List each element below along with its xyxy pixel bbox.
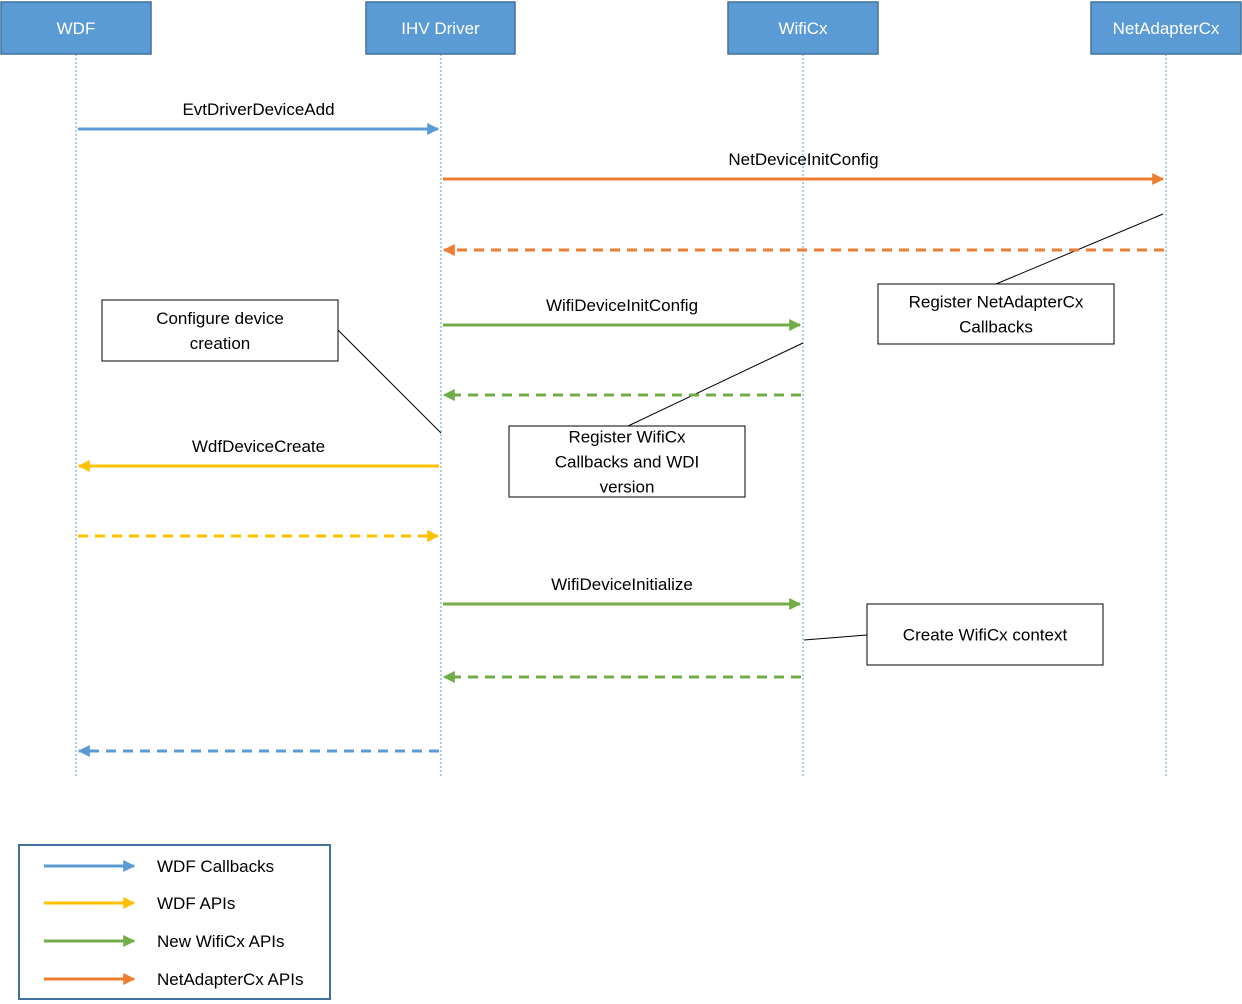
message-label-6: WdfDeviceCreate	[192, 437, 325, 456]
lane-header-wdf	[0, 1, 152, 55]
message-label-8: WifiDeviceInitialize	[551, 575, 693, 594]
connector-wificx-callbacks-note	[627, 342, 804, 427]
note-connectors	[337, 213, 1164, 641]
note-text-configure-device-creation-1: Configure device	[156, 309, 284, 328]
lane-label-ihv: IHV Driver	[401, 19, 480, 38]
message-label-1: EvtDriverDeviceAdd	[182, 100, 334, 119]
note-text-register-wificx-callbacks-3: version	[600, 478, 655, 497]
lifelines	[75, 54, 1167, 778]
note-text-configure-device-creation-2: creation	[190, 334, 250, 353]
legend-label-wificx_apis: New WifiCx APIs	[157, 932, 285, 951]
note-text-register-netadaptercx-callbacks-2: Callbacks	[959, 318, 1033, 337]
note-text-register-netadaptercx-callbacks-1: Register NetAdapterCx	[909, 293, 1084, 312]
lane-header-wificx	[727, 1, 879, 55]
legend-label-wdf_callbacks: WDF Callbacks	[157, 857, 274, 876]
connector-configure-note	[337, 329, 442, 434]
note-text-register-wificx-callbacks-2: Callbacks and WDI	[555, 453, 700, 472]
lane-label-netadaptercx: NetAdapterCx	[1113, 19, 1220, 38]
legend-label-netadaptercx_apis: NetAdapterCx APIs	[157, 970, 303, 989]
messages: EvtDriverDeviceAddNetDeviceInitConfigWif…	[77, 100, 1165, 757]
connector-netadaptercx-note	[995, 213, 1164, 285]
lane-header-ihv	[365, 1, 516, 55]
connector-wificx-context-note	[803, 634, 868, 641]
note-text-create-wificx-context-1: Create WifiCx context	[903, 626, 1068, 645]
note-register-netadaptercx-callbacks	[877, 283, 1115, 345]
note-create-wificx-context	[866, 603, 1104, 666]
lane-label-wdf: WDF	[57, 19, 96, 38]
notes: Configure device creation Register NetAdap…	[101, 283, 1115, 666]
legend-label-wdf_apis: WDF APIs	[157, 894, 235, 913]
message-label-2: NetDeviceInitConfig	[728, 150, 878, 169]
lane-header-netadaptercx	[1090, 1, 1242, 55]
note-register-wificx-callbacks	[508, 425, 746, 498]
lane-headers: WDF IHV Driver WifiCx NetAdapterCx	[0, 1, 1242, 55]
legend-box	[18, 844, 331, 1000]
note-configure-device-creation	[101, 299, 339, 362]
note-text-register-wificx-callbacks-1: Register WifiCx	[568, 428, 686, 447]
lane-label-wificx: WifiCx	[778, 19, 828, 38]
message-label-4: WifiDeviceInitConfig	[546, 296, 698, 315]
